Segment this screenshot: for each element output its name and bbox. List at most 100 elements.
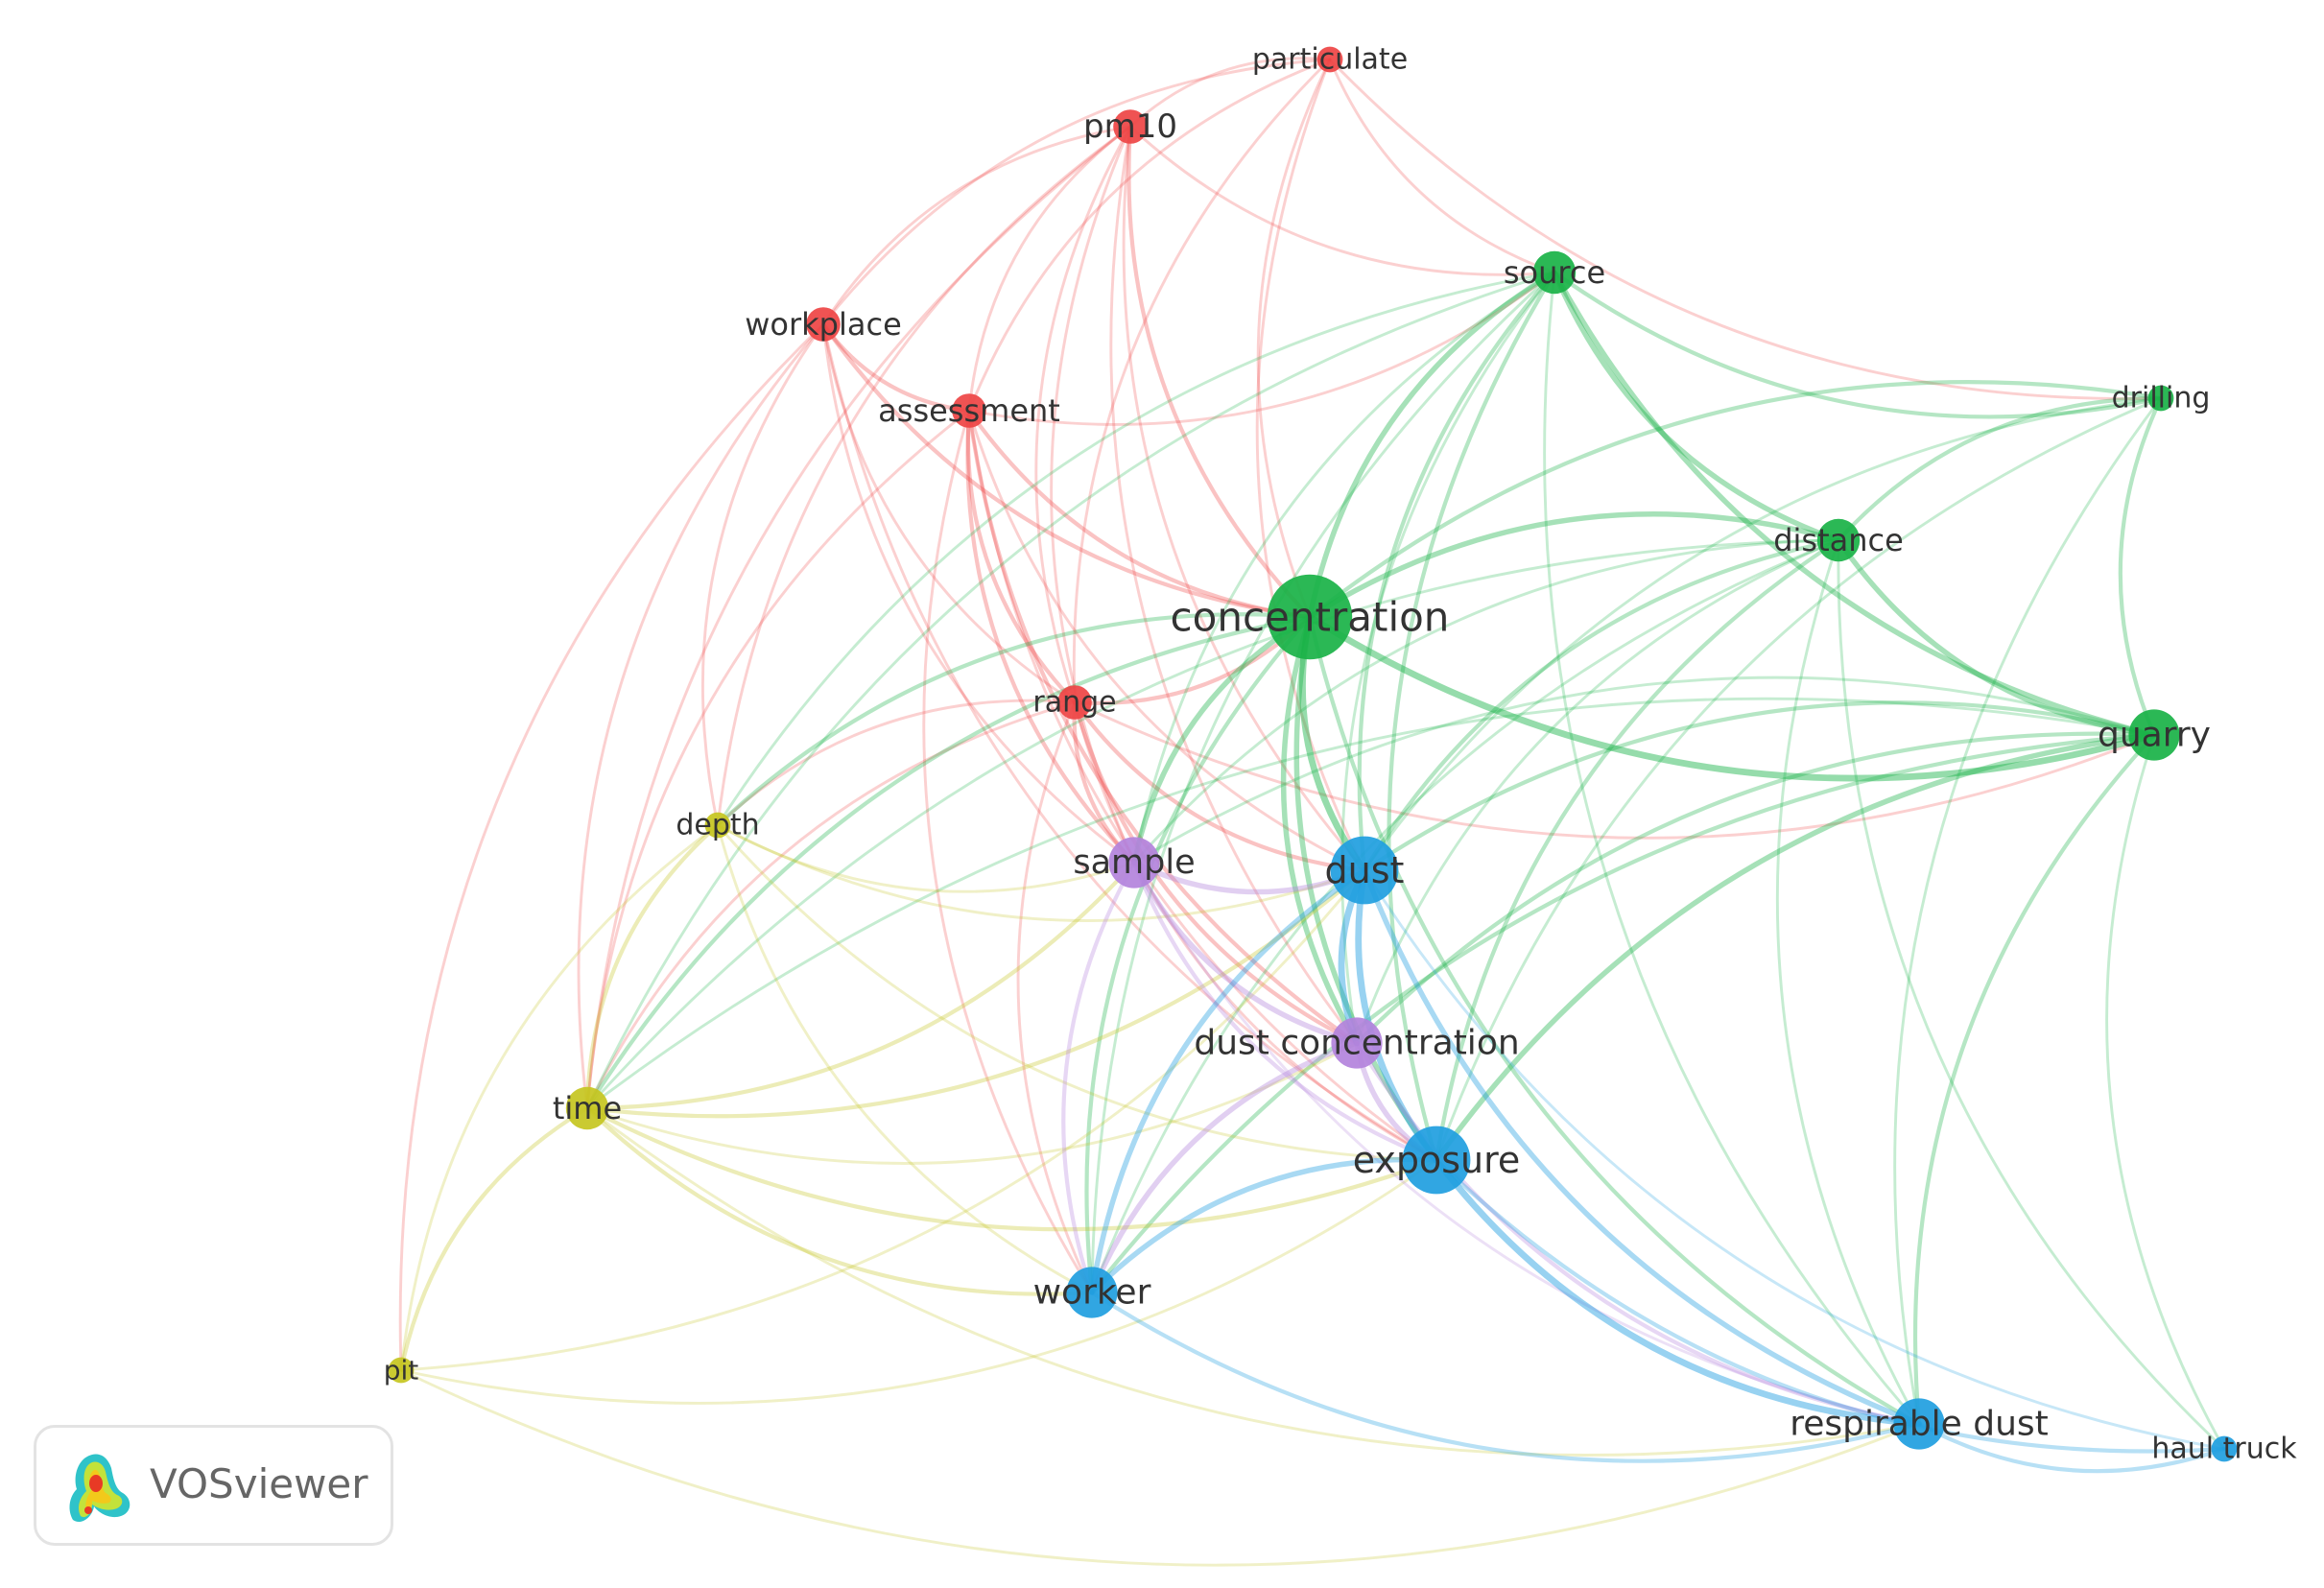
label-workplace[interactable]: workplace — [745, 306, 902, 343]
node-assessment[interactable] — [952, 393, 986, 428]
link-quarry-dust — [1362, 700, 2157, 873]
link-worker-respirable_dust — [1089, 1290, 1922, 1463]
link-sample-dust_concentration — [1131, 860, 1360, 1046]
link-quarry-exposure — [1434, 732, 2157, 1163]
node-worker[interactable] — [1066, 1267, 1118, 1318]
link-assessment-sample — [965, 408, 1137, 865]
link-particulate-concentration — [1256, 58, 1332, 619]
label-worker[interactable]: worker — [1033, 1273, 1151, 1313]
label-pit[interactable]: pit — [384, 1355, 419, 1387]
label-sample[interactable]: sample — [1073, 843, 1195, 882]
label-assessment[interactable]: assessment — [878, 392, 1060, 429]
node-workplace[interactable] — [806, 307, 841, 342]
links-layer — [398, 57, 2227, 1567]
node-haul-truck[interactable] — [2211, 1435, 2238, 1462]
link-range-depth — [716, 699, 1077, 827]
link-workplace-assessment — [820, 321, 972, 414]
node-range[interactable] — [1057, 685, 1092, 720]
link-assessment-range — [965, 408, 1078, 705]
label-source[interactable]: source — [1504, 254, 1605, 291]
label-respirable-dust[interactable]: respirable dust — [1790, 1405, 2049, 1444]
node-pm10[interactable] — [1113, 109, 1148, 144]
link-workplace-exposure — [821, 322, 1438, 1162]
link-workplace-concentration — [820, 321, 1313, 620]
link-respirable_dust-haul_truck — [1916, 1421, 2227, 1474]
link-quarry-dust_concentration — [1354, 731, 2157, 1046]
label-range[interactable]: range — [1032, 686, 1116, 720]
node-respirable-dust[interactable] — [1893, 1398, 1945, 1450]
link-concentration-dust_concentration — [1280, 614, 1360, 1046]
node-quarry[interactable] — [2128, 709, 2180, 761]
label-quarry[interactable]: quarry — [2098, 716, 2211, 755]
link-time-dust — [584, 867, 1367, 1119]
link-drilling-respirable_dust — [1893, 396, 2163, 1426]
link-drilling-concentration — [1307, 380, 2164, 620]
link-source-dust — [1357, 270, 1557, 873]
link-exposure-haul_truck — [1434, 1157, 2227, 1454]
link-workplace-sample — [821, 322, 1136, 865]
label-haul-truck[interactable]: haul truck — [2151, 1433, 2297, 1466]
label-particulate[interactable]: particulate — [1252, 43, 1408, 77]
link-quarry-sample — [1132, 675, 2156, 865]
link-concentration-worker — [1084, 614, 1313, 1295]
link-drilling-quarry — [2118, 395, 2164, 738]
link-pm10-dust_concentration — [1109, 125, 1359, 1045]
link-exposure-worker — [1089, 1156, 1439, 1295]
link-workplace-range — [821, 322, 1077, 704]
node-exposure[interactable] — [1402, 1126, 1471, 1195]
node-dust[interactable] — [1330, 836, 1399, 905]
label-concentration[interactable]: concentration — [1171, 594, 1450, 641]
node-dust-concentration[interactable] — [1331, 1017, 1383, 1069]
link-particulate-source — [1328, 58, 1556, 274]
link-assessment-dust_concentration — [966, 408, 1360, 1046]
link-pm10-source — [1128, 125, 1556, 276]
link-depth-dust — [716, 823, 1366, 922]
link-workplace-pit — [398, 322, 825, 1372]
link-pm10-assessment — [967, 125, 1132, 413]
label-dust-concentration[interactable]: dust concentration — [1194, 1024, 1519, 1063]
link-range-exposure — [1073, 700, 1438, 1162]
link-distance-dust_concentration — [1355, 538, 1840, 1045]
label-exposure[interactable]: exposure — [1353, 1139, 1521, 1181]
node-time[interactable] — [565, 1086, 609, 1130]
link-range-dust — [1072, 699, 1367, 873]
link-particulate-assessment — [967, 58, 1332, 413]
link-distance-concentration — [1307, 511, 1841, 620]
vosviewer-badge[interactable]: VOSviewer — [34, 1425, 393, 1546]
link-concentration-time — [584, 614, 1313, 1111]
node-particulate[interactable] — [1316, 46, 1343, 73]
link-particulate-pm10 — [1128, 57, 1332, 129]
link-distance-quarry — [1836, 537, 2157, 738]
label-time[interactable]: time — [553, 1090, 622, 1126]
link-drilling-dust — [1363, 396, 2163, 872]
node-depth[interactable] — [704, 812, 731, 839]
node-sample[interactable] — [1108, 837, 1160, 889]
label-distance[interactable]: distance — [1773, 522, 1904, 558]
label-depth[interactable]: depth — [676, 809, 759, 842]
label-dust[interactable]: dust — [1325, 849, 1405, 891]
link-concentration-sample — [1131, 614, 1313, 865]
link-pit-exposure — [399, 1158, 1438, 1405]
link-time-sample — [584, 860, 1137, 1111]
node-drilling[interactable] — [2147, 385, 2174, 412]
link-pm10-concentration — [1126, 124, 1313, 620]
link-assessment-worker — [922, 409, 1094, 1294]
link-time-pit — [398, 1105, 590, 1373]
link-assessment-time — [585, 409, 971, 1110]
node-concentration[interactable] — [1267, 574, 1353, 660]
label-pm10[interactable]: pm10 — [1083, 107, 1177, 146]
link-time-respirable_dust — [585, 1106, 1921, 1457]
node-source[interactable] — [1532, 250, 1577, 295]
link-particulate-drilling — [1328, 58, 2163, 400]
node-distance[interactable] — [1816, 518, 1861, 562]
link-source-drilling — [1552, 270, 2164, 419]
link-drilling-exposure — [1435, 396, 2163, 1162]
node-pit[interactable] — [388, 1357, 415, 1384]
link-pit-respirable_dust — [399, 1368, 1921, 1567]
vosviewer-name: VOSviewer — [150, 1460, 368, 1507]
link-range-worker — [1016, 700, 1094, 1294]
link-range-quarry — [1073, 700, 2156, 840]
label-drilling[interactable]: drilling — [2112, 382, 2211, 415]
link-source-concentration — [1307, 270, 1557, 620]
